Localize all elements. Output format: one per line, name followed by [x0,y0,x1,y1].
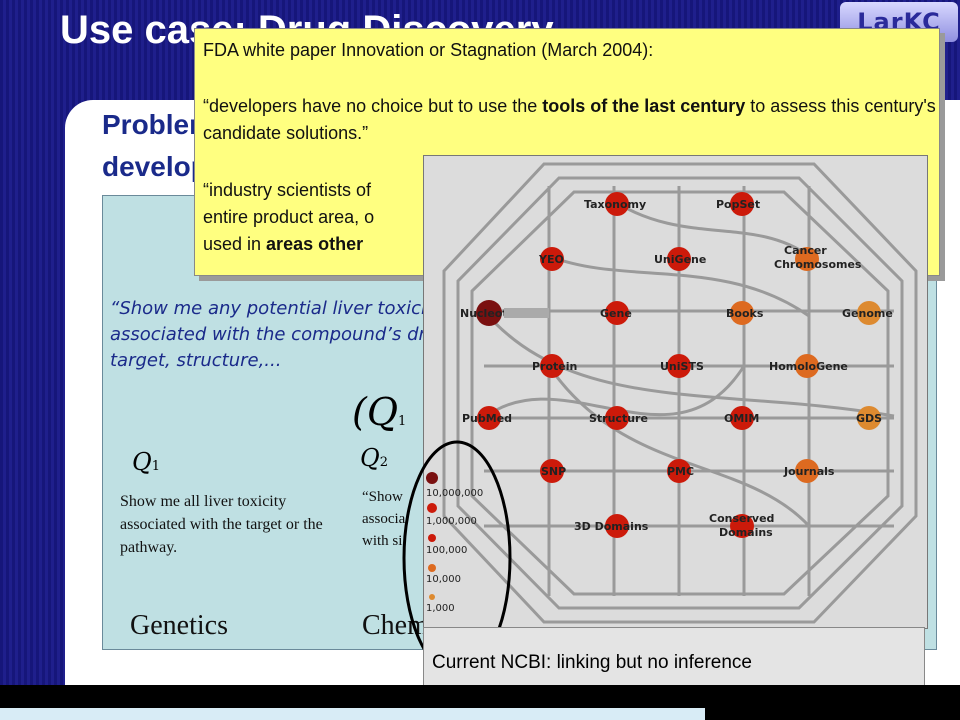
node-label: Chromosomes [774,258,862,271]
query-quote: “Show me any potential liver toxicity as… [110,298,505,371]
network-nodes: Taxonomy PopSet YEO UniGene CancerChromo… [460,192,893,539]
node-label: PMC [667,465,694,478]
legend-label: 10,000,000 [426,488,483,499]
node-label: GDS [856,412,882,425]
node-label: Gene [600,307,632,320]
node-label: Protein [532,360,577,373]
ncbi-caption-box: Current NCBI: linking but no inference [423,627,925,695]
legend-label: 1,000 [426,603,455,614]
fda-quote-1: “developers have no choice but to use th… [203,96,936,143]
ncbi-network-svg: Taxonomy PopSet YEO UniGene CancerChromo… [426,162,918,624]
q1-label: Q1 [132,448,160,476]
node-label: Structure [589,412,648,425]
fda-quote-2a: “industry scientists of [203,180,372,200]
footer-accent-bar [0,708,705,720]
node-label: OMIM [724,412,759,425]
fda-quote-2c: used in areas other [203,234,364,254]
node-label: SNP [541,465,566,478]
size-legend: 10,000,000 1,000,000 100,000 10,000 1,00… [426,472,483,614]
node-label: Books [726,307,764,320]
legend-label: 10,000 [426,574,461,585]
category-genetics: Genetics [130,610,228,641]
node-label: Journals [783,465,835,478]
node-label: PopSet [716,198,760,211]
node-label: HomoloGene [769,360,848,373]
node-label: Genome [842,307,893,320]
node-label: Domains [719,526,773,539]
q2-label: Q2 [360,444,388,472]
fda-note-title: FDA white paper Innovation or Stagnation… [203,40,654,60]
node-label: PubMed [462,412,512,425]
node-label: UniGene [654,253,706,266]
q1-description: Show me all liver toxicity associated wi… [120,493,323,556]
node-label: Taxonomy [584,198,646,211]
ncbi-caption: Current NCBI: linking but no inference [432,652,752,673]
fda-quote-2b: entire product area, o [203,207,375,227]
legend-label: 100,000 [426,545,467,556]
query-formula: (Q1 [352,390,407,434]
bullet-marker: • [66,108,78,146]
node-label: UniSTS [660,360,704,373]
legend-label: 1,000,000 [426,516,477,527]
node-label: Cancer [784,244,827,257]
node-label: YEO [538,253,564,266]
node-label: 3D Domains [574,520,649,533]
node-label: Conserved [709,512,774,525]
